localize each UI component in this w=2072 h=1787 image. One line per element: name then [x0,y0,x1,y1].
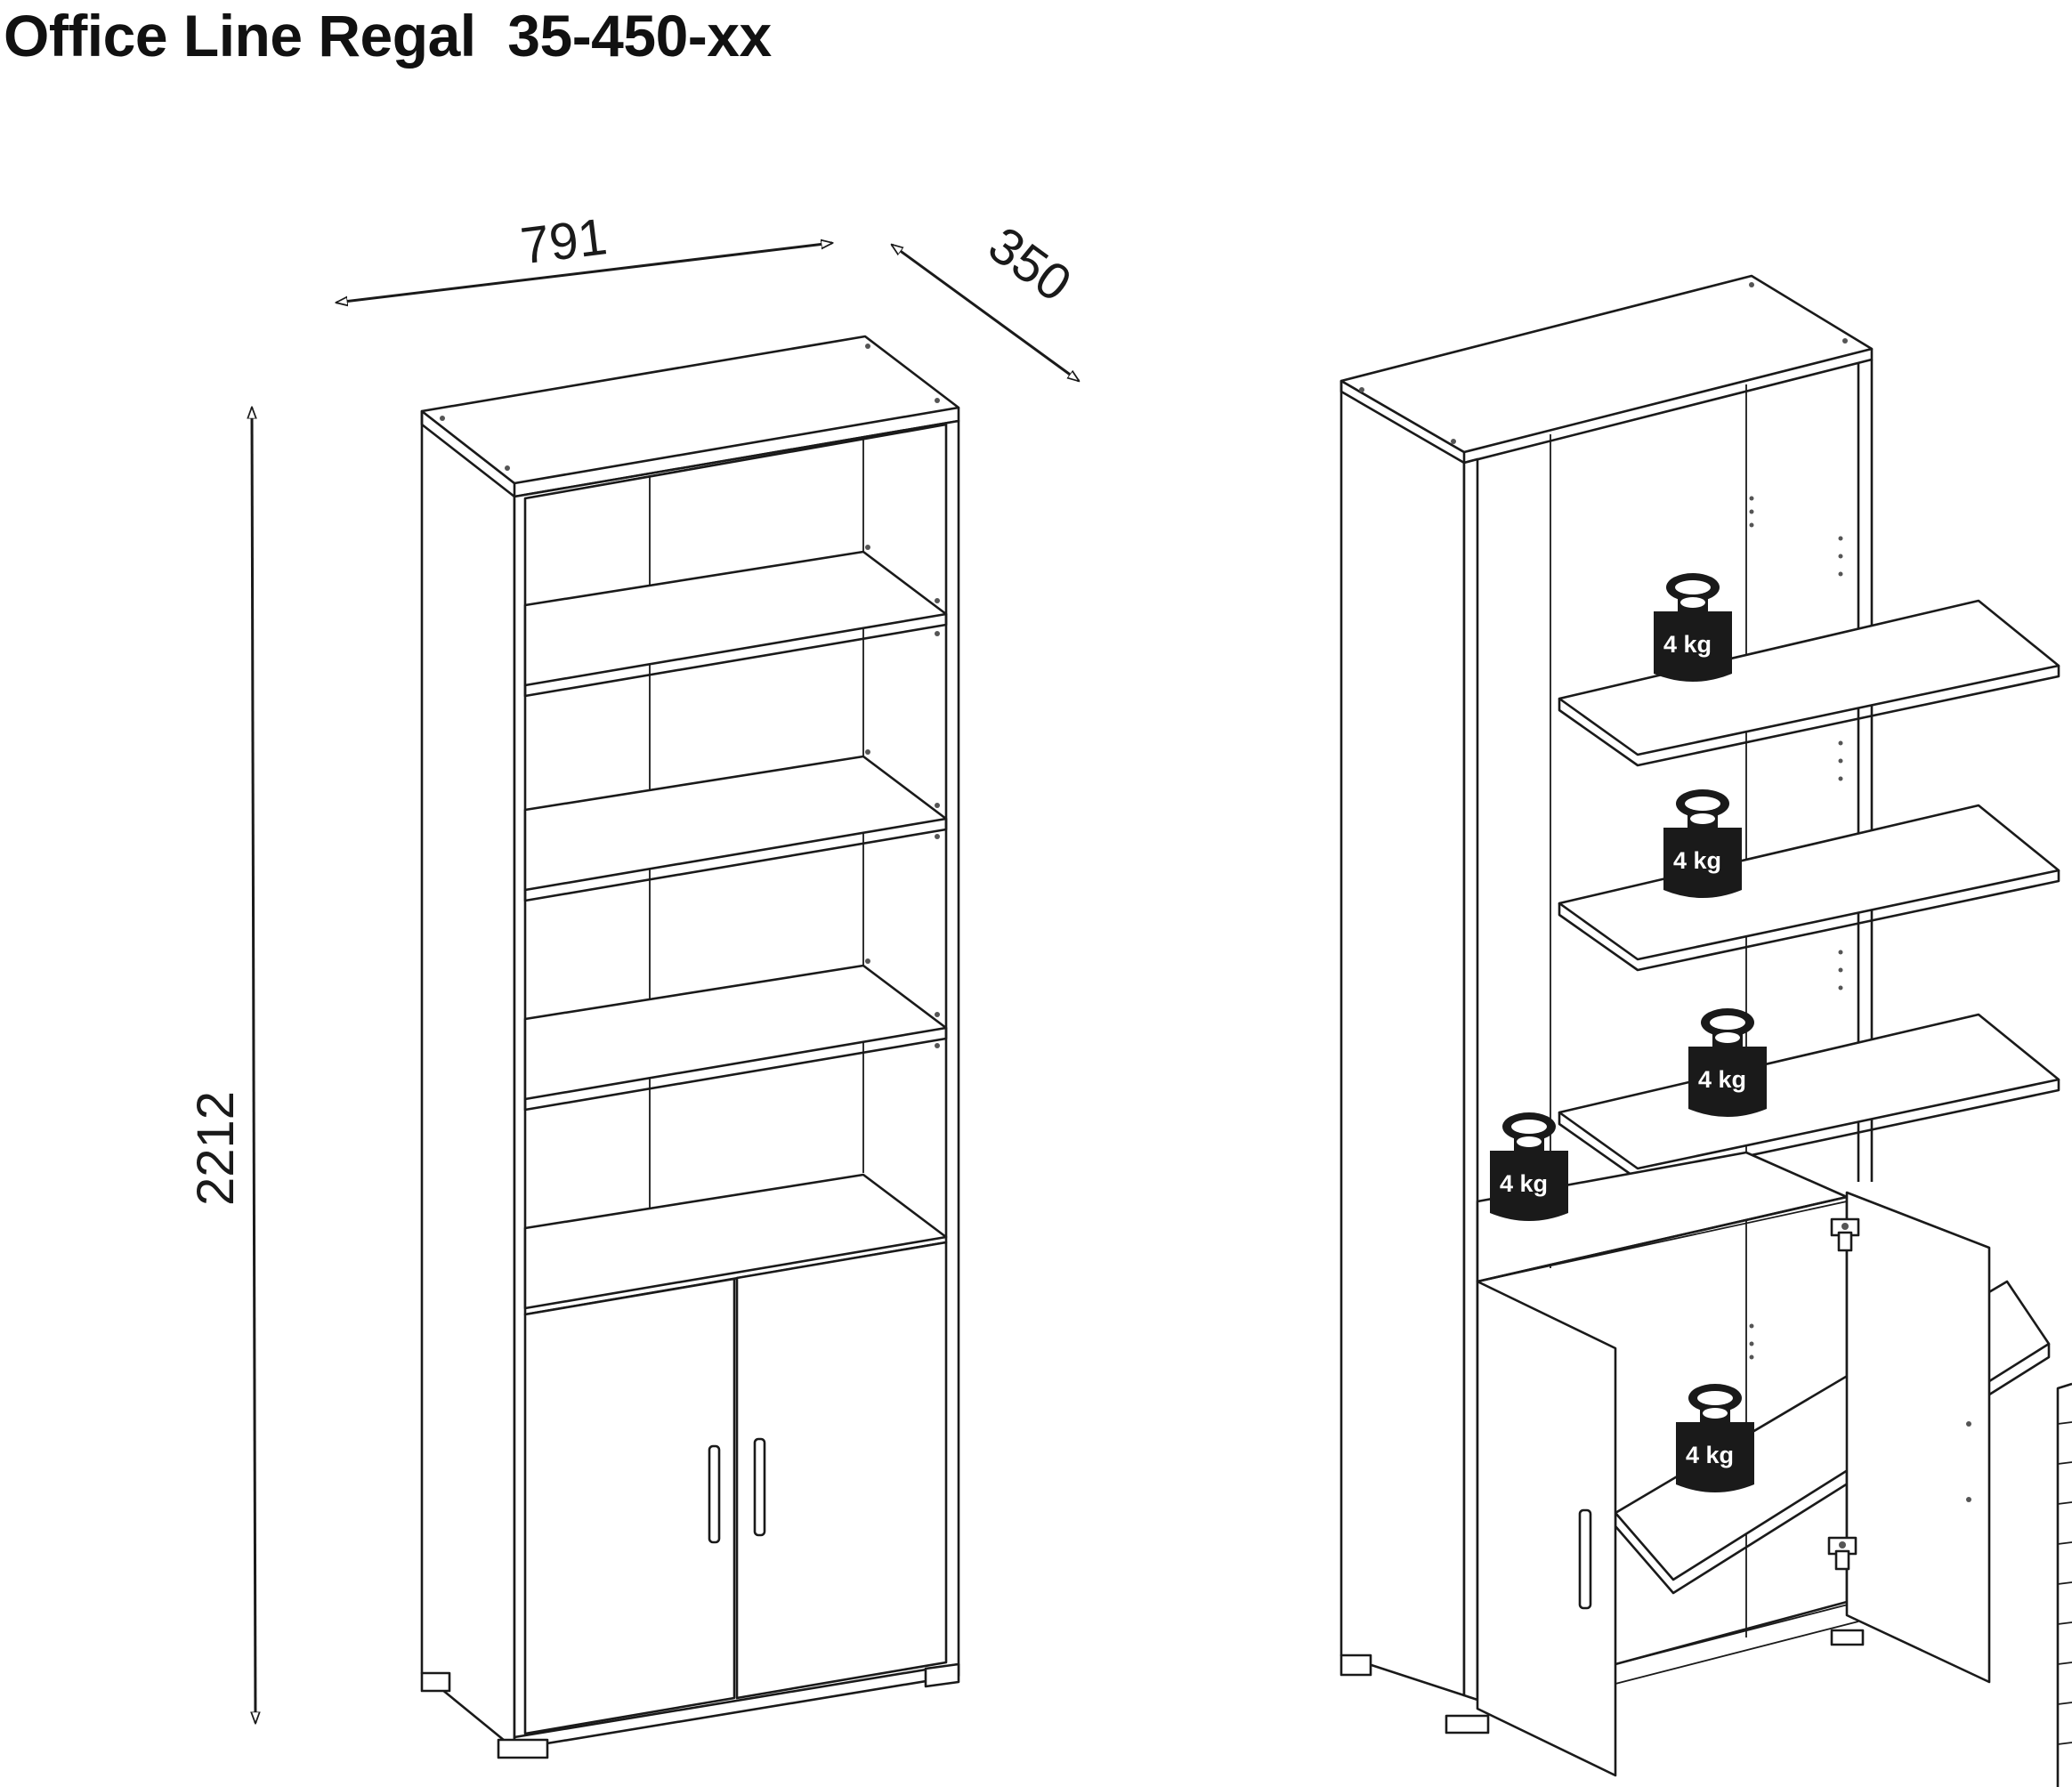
cabinet-shelf [523,755,948,902]
weight-label: 4 kg [1686,1442,1734,1468]
removable-shelf [1558,804,2060,972]
left-door-handle [708,1444,721,1544]
weight-icon: 4 kg [1676,1384,1754,1492]
cabinet-right-door [735,1241,948,1700]
cabinet-foot [1830,1629,1865,1646]
weight-label: 4 kg [1500,1170,1548,1197]
right-door-handle [753,1437,766,1537]
width-dimension-label: 791 [518,207,611,275]
weight-icon: 4 kg [1663,789,1742,898]
shelf-pin-holes [1749,496,1843,1360]
door-hinge [1827,1536,1858,1571]
dimension-lines: 791 350 2212 [187,207,1081,1723]
door-hinge [1830,1217,1860,1252]
height-dimension-line [252,408,255,1723]
cabinet-foot [1340,1654,1372,1677]
removable-shelf [1558,599,2060,767]
open-left-door [1476,1280,1617,1777]
page-title: Office Line Regal 35-450-xx [4,3,772,69]
cabinet-shelf [523,964,948,1112]
cabinet-foot [1445,1714,1490,1734]
adjacent-cabinet-edge [2056,1382,2072,1787]
removable-shelf [1558,1013,2060,1181]
weight-label: 4 kg [1673,847,1721,874]
open-right-door [1845,1191,1991,1684]
cabinet-closed-view [420,335,960,1759]
cabinet-shelf [523,550,948,698]
weight-icon: 4 kg [1688,1008,1767,1117]
weight-label: 4 kg [1663,631,1712,658]
open-door-handle [1578,1508,1592,1610]
cabinet-left-door [523,1277,736,1735]
weight-icon: 4 kg [1654,573,1732,682]
cabinet-left-side-panel [420,409,516,1751]
cabinet-foot [420,1671,451,1693]
weight-icon: 4 kg [1490,1112,1568,1221]
weight-label: 4 kg [1698,1066,1746,1093]
shelf-pin-holes [865,545,940,1048]
cabinet-open-view: 4 kg 4 kg 4 kg 4 kg [1340,274,2072,1787]
open-cabinet-front-edge [1462,457,1479,1702]
cabinet-foot [497,1738,549,1759]
width-dimension-line [336,243,832,303]
open-cabinet-side-panel [1340,379,1466,1697]
height-dimension-label: 2212 [187,1091,245,1206]
cabinet-foot [924,1662,960,1688]
depth-dimension-line [892,245,1079,381]
depth-dimension-label: 350 [978,215,1082,312]
